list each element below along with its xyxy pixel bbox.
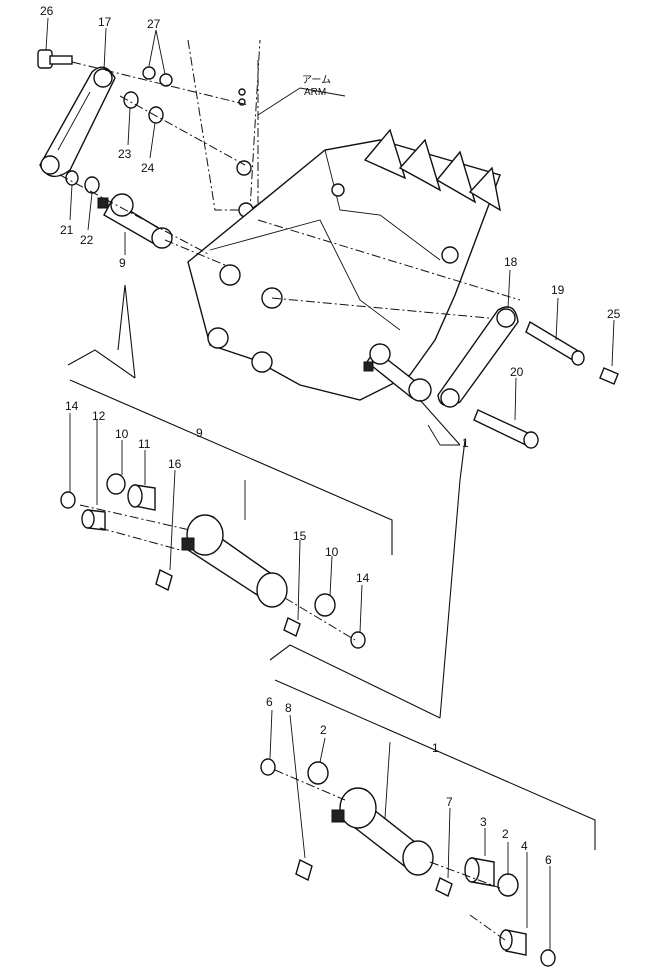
detail9-callout-9: 9 — [196, 426, 203, 440]
detail9-callout-10a: 10 — [115, 427, 129, 441]
detail-9-parts — [60, 473, 366, 649]
pin-19 — [525, 320, 585, 366]
detail1-callout-8: 8 — [285, 701, 292, 715]
callout-26: 26 — [40, 4, 54, 18]
link-18 — [437, 306, 519, 408]
arm-label-jp: アーム — [302, 74, 331, 86]
nuts-27 — [142, 66, 173, 87]
detail1-callout-4: 4 — [521, 839, 528, 853]
callout-20: 20 — [510, 365, 524, 379]
detail9-callout-14b: 14 — [356, 571, 370, 585]
detail-1-parts — [260, 758, 556, 967]
detail9-callout-14a: 14 — [65, 399, 79, 413]
callout-27: 27 — [147, 17, 161, 31]
washers-21-22 — [65, 170, 100, 194]
callout-25: 25 — [607, 307, 621, 321]
callout-1: 1 — [462, 436, 469, 450]
detail-1-frame — [269, 399, 596, 850]
callout-21: 21 — [60, 223, 74, 237]
detail1-callout-7: 7 — [446, 795, 453, 809]
detail1-callout-2a: 2 — [320, 723, 327, 737]
detail1-callout-6a: 6 — [266, 695, 273, 709]
bucket — [187, 128, 501, 401]
callout-19: 19 — [551, 283, 565, 297]
top-leaders — [45, 17, 615, 446]
detail9-callout-11: 11 — [138, 437, 151, 451]
detail-9-leaders — [69, 413, 363, 633]
bolt-26 — [37, 49, 73, 69]
detail-9-frame — [67, 284, 393, 555]
callout-24: 24 — [141, 161, 155, 175]
callout-17: 17 — [98, 15, 112, 29]
callout-22: 22 — [80, 233, 94, 247]
detail9-callout-12: 12 — [92, 409, 106, 423]
center-lines-top — [59, 61, 521, 321]
detail9-callout-10b: 10 — [325, 545, 339, 559]
detail1-callout-6b: 6 — [545, 853, 552, 867]
detail1-callout-1: 1 — [432, 741, 439, 755]
rod-9-small — [97, 193, 173, 249]
link-17 — [39, 66, 116, 178]
rod-1-small — [363, 343, 432, 402]
detail9-callout-15: 15 — [293, 529, 307, 543]
callout-18: 18 — [504, 255, 518, 269]
pin-20 — [473, 409, 539, 449]
detail-1-leaders — [269, 709, 551, 950]
callout-9: 9 — [119, 256, 126, 270]
washers-23-24 — [123, 91, 164, 124]
detail9-callout-16: 16 — [168, 457, 182, 471]
detail1-callout-2b: 2 — [502, 827, 509, 841]
callout-23: 23 — [118, 147, 132, 161]
detail1-callout-3: 3 — [480, 815, 487, 829]
arm-label-en: ARM — [304, 87, 326, 98]
fitting-25 — [599, 367, 619, 385]
